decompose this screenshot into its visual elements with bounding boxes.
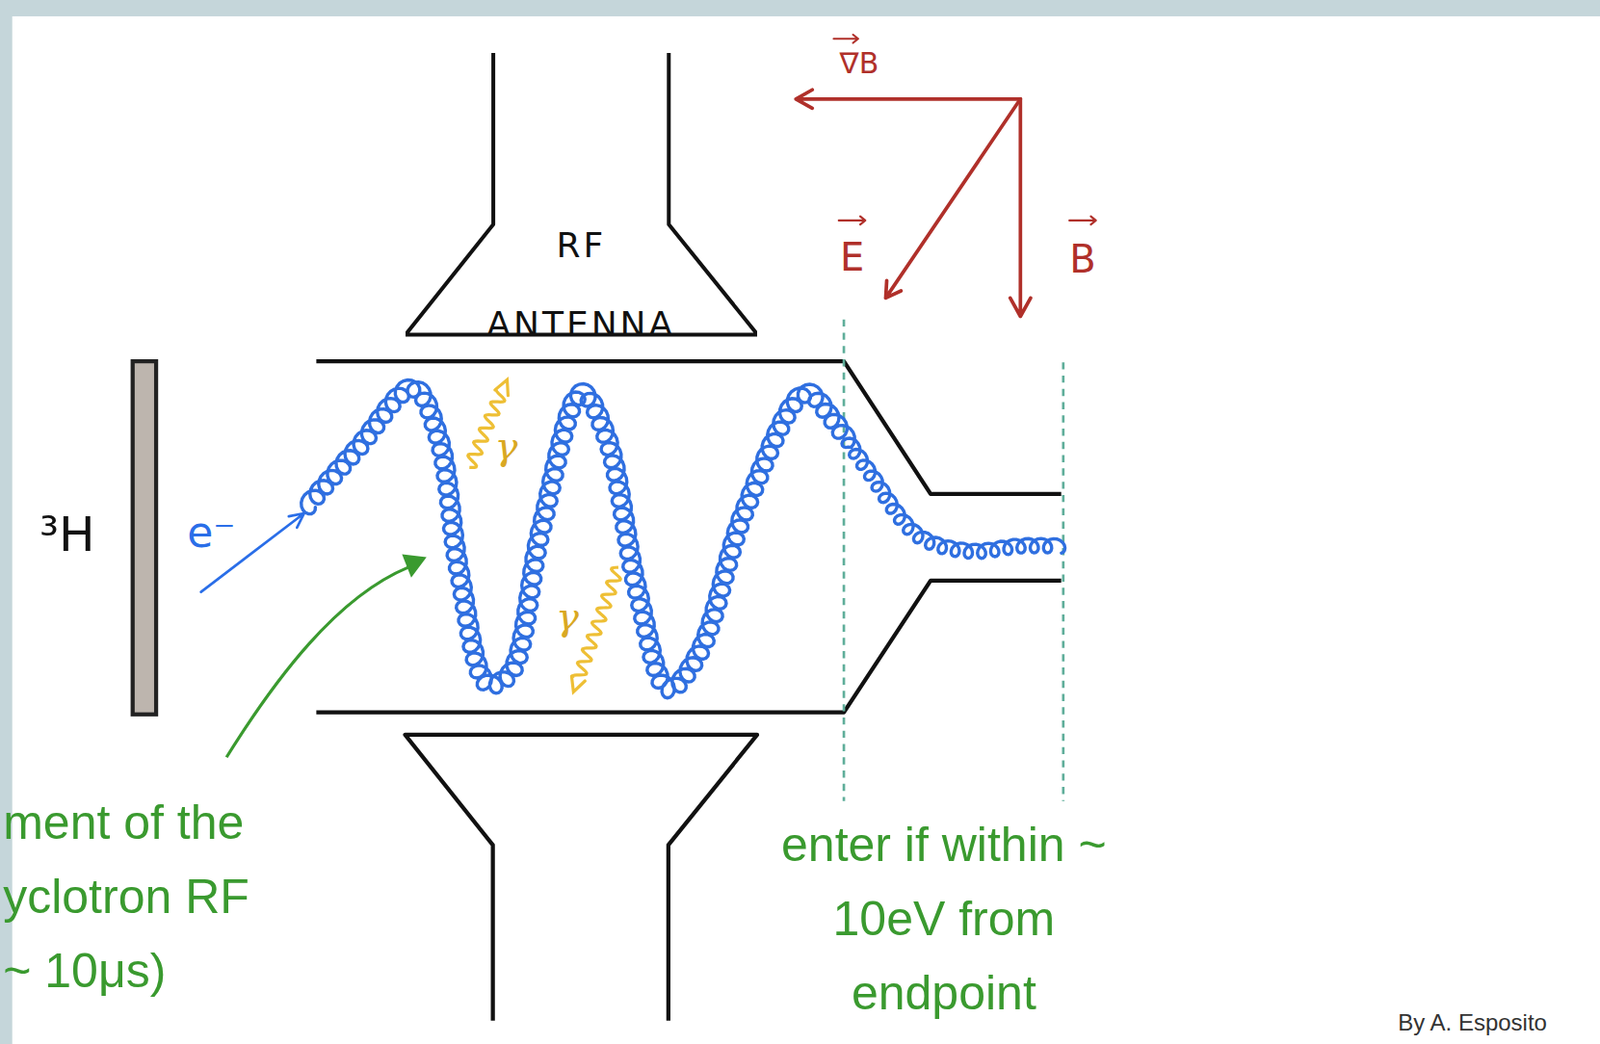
bottom-horn (405, 734, 758, 1022)
region-boundaries (843, 319, 1064, 802)
vector-label: E (839, 236, 865, 279)
helix-path (301, 379, 1066, 698)
b-vector (1010, 99, 1031, 317)
annotation-text: enter if within ~ 10eV from endpoint (780, 808, 1108, 1031)
antenna-horn: RF ANTENNA (405, 52, 758, 338)
tube-top (315, 361, 1061, 495)
field-vectors (795, 34, 1096, 316)
photon-label: γ (494, 424, 518, 468)
antenna-label: RF ANTENNA (470, 206, 692, 365)
pointer-arrow (226, 567, 409, 758)
e-vector (885, 99, 1021, 299)
horn-outline (405, 52, 758, 338)
photon-label: γ (555, 595, 579, 638)
tritium-plate (132, 361, 157, 715)
vector-label: B (1069, 237, 1096, 281)
tube-bottom (315, 580, 1061, 713)
electron-label: e⁻ (186, 509, 236, 556)
helix-guide (306, 388, 1062, 690)
panel (12, 16, 1600, 1044)
annotation-text: ment of the yclotron RF ~ 10μs) (2, 786, 283, 1009)
vector-sign (833, 34, 858, 43)
vector-label: ∇B (839, 47, 880, 79)
photon-wave (572, 567, 621, 679)
photon-head (495, 379, 509, 396)
horn-line (405, 52, 758, 335)
vector-sign (1069, 216, 1097, 225)
dashed-line (1061, 362, 1065, 802)
photon-head (571, 676, 585, 692)
credit-text: By A. Esposito (1397, 1010, 1548, 1036)
gradb-vector (795, 89, 1021, 108)
vector-sign (839, 216, 866, 225)
isotope-label: ³H (39, 508, 96, 562)
photons (468, 379, 621, 692)
dashed-line (842, 319, 846, 802)
electron-helix (301, 379, 1066, 698)
pointer-head (401, 553, 426, 578)
